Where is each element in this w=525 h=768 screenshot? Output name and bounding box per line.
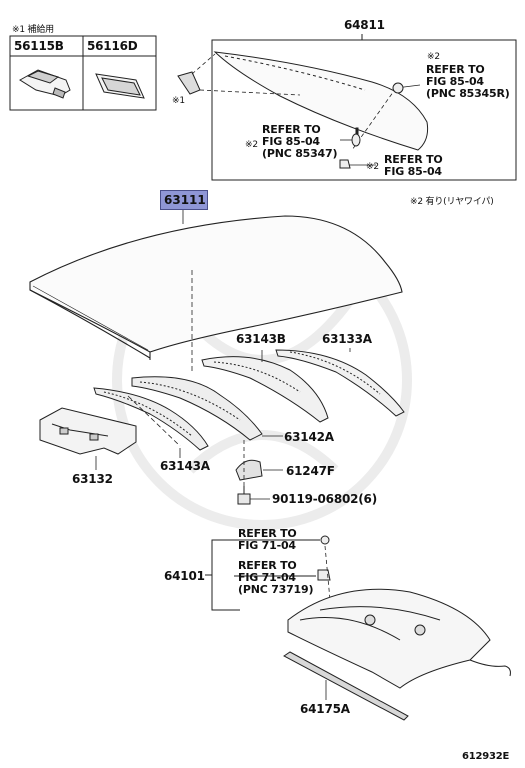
rear-glass: [213, 51, 429, 151]
label-63143a: 63143A: [160, 459, 210, 473]
emblem-icon: [95, 73, 145, 99]
label-61247f: 61247F: [286, 464, 335, 478]
label-64811: 64811: [344, 18, 385, 32]
glass-small-part: [177, 71, 201, 95]
label-64101: 64101: [164, 569, 205, 583]
label-90119: 90119-06802(6): [272, 492, 377, 506]
label-63142a: 63142A: [284, 430, 334, 444]
glass-group-box: [211, 34, 517, 181]
side-note: ※2 有り(リヤワイパ): [410, 197, 494, 207]
kit-part-56116d: 56116D: [87, 39, 138, 53]
kit-table: [9, 35, 157, 111]
mark-note2-c: ※2: [366, 162, 379, 172]
glass-fasteners: [339, 82, 404, 169]
roof-rail-63143b: [201, 356, 329, 423]
mark-note2-a: ※2: [427, 52, 440, 62]
roof-rail-63133a: [275, 349, 405, 417]
roof-reinforcement: [39, 407, 137, 455]
kit-note: ※1 補給用: [12, 25, 54, 35]
roof-rail-63142a: [131, 376, 263, 441]
clip-icon: [19, 69, 71, 99]
label-63132: 63132: [72, 472, 113, 486]
label-63133a: 63133A: [322, 332, 372, 346]
leader-lines-main: [179, 348, 351, 458]
mark-note2-b: ※2: [245, 140, 258, 150]
weatherstrip-64175a: [283, 651, 409, 721]
mark-note1: ※1: [172, 96, 185, 106]
label-63143b: 63143B: [236, 332, 286, 346]
highlight-63111: 63111: [160, 190, 208, 210]
package-tray-panel: [287, 588, 511, 689]
figure-id: 612932E: [462, 751, 510, 762]
screw-90119: [237, 486, 251, 505]
roof-rail-63143a: [93, 387, 209, 451]
bracket-61247f: [235, 459, 263, 481]
roof-panel: [29, 215, 403, 360]
tray-clips: [317, 535, 331, 581]
label-63111: 63111: [164, 193, 206, 207]
tray-bracket: [205, 539, 320, 611]
label-64175a: 64175A: [300, 702, 350, 716]
kit-part-56115b: 56115B: [14, 39, 64, 53]
